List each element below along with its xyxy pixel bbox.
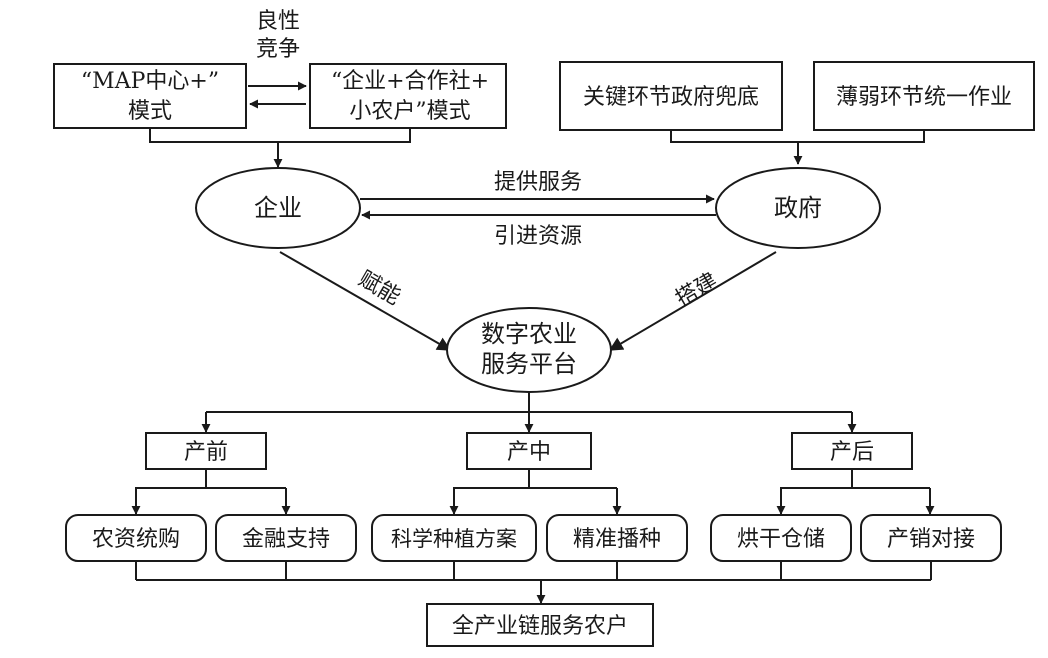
government-node — [715, 167, 881, 249]
weak-unified-label: 薄弱环节统一作业 — [836, 85, 1012, 110]
post-stage-split — [776, 469, 853, 515]
pre-stage-split — [131, 469, 207, 515]
coop-model-line1: “企业+合作社+ — [331, 69, 489, 94]
post-stage-label: 产后 — [830, 440, 874, 465]
enterprise-label: 企业 — [254, 194, 302, 222]
pre-stage-label: 产前 — [184, 440, 228, 465]
map-model-box — [53, 63, 247, 129]
roles-to-government-connector — [670, 130, 925, 143]
coop-model-line2: 小农户”模式 — [349, 99, 470, 124]
service-sales-matching-label: 产销对接 — [887, 527, 975, 552]
full-chain-box — [426, 603, 654, 647]
service-precision-sowing-label: 精准播种 — [573, 527, 661, 552]
gov-backstop-label: 关键环节政府兜底 — [583, 85, 759, 110]
map-model-line1: “MAP中心+” — [81, 69, 219, 94]
provide-service-label: 提供服务 — [494, 170, 582, 195]
enterprise-node — [195, 167, 361, 249]
build-label: 搭建 — [671, 269, 722, 313]
service-planting-plan-label: 科学种植方案 — [391, 527, 517, 551]
gov-backstop-box — [559, 61, 783, 131]
platform-label-line1: 数字农业 — [481, 320, 577, 348]
competition-label-line1: 良性 — [256, 9, 300, 34]
government-label: 政府 — [774, 194, 822, 222]
service-drying-storage-label: 烘干仓储 — [737, 527, 825, 552]
empower-label: 赋能 — [354, 267, 405, 311]
models-to-enterprise-connector — [149, 128, 411, 143]
map-model-line2: 模式 — [128, 99, 172, 124]
introduce-resources-label: 引进资源 — [494, 224, 582, 249]
platform-label-line2: 服务平台 — [481, 350, 577, 378]
service-agri-inputs-label: 农资统购 — [92, 527, 180, 552]
pre-stage-box — [145, 432, 267, 470]
mid-stage-label: 产中 — [507, 440, 551, 465]
empower-arrow — [279, 251, 452, 351]
competition-label-line2: 竞争 — [256, 37, 300, 62]
service-finance-label: 金融支持 — [242, 527, 330, 552]
build-arrow — [608, 251, 777, 351]
full-chain-label: 全产业链服务农户 — [452, 614, 628, 639]
mid-stage-split — [449, 469, 530, 515]
coop-model-box — [309, 63, 507, 129]
post-stage-box — [791, 432, 913, 470]
